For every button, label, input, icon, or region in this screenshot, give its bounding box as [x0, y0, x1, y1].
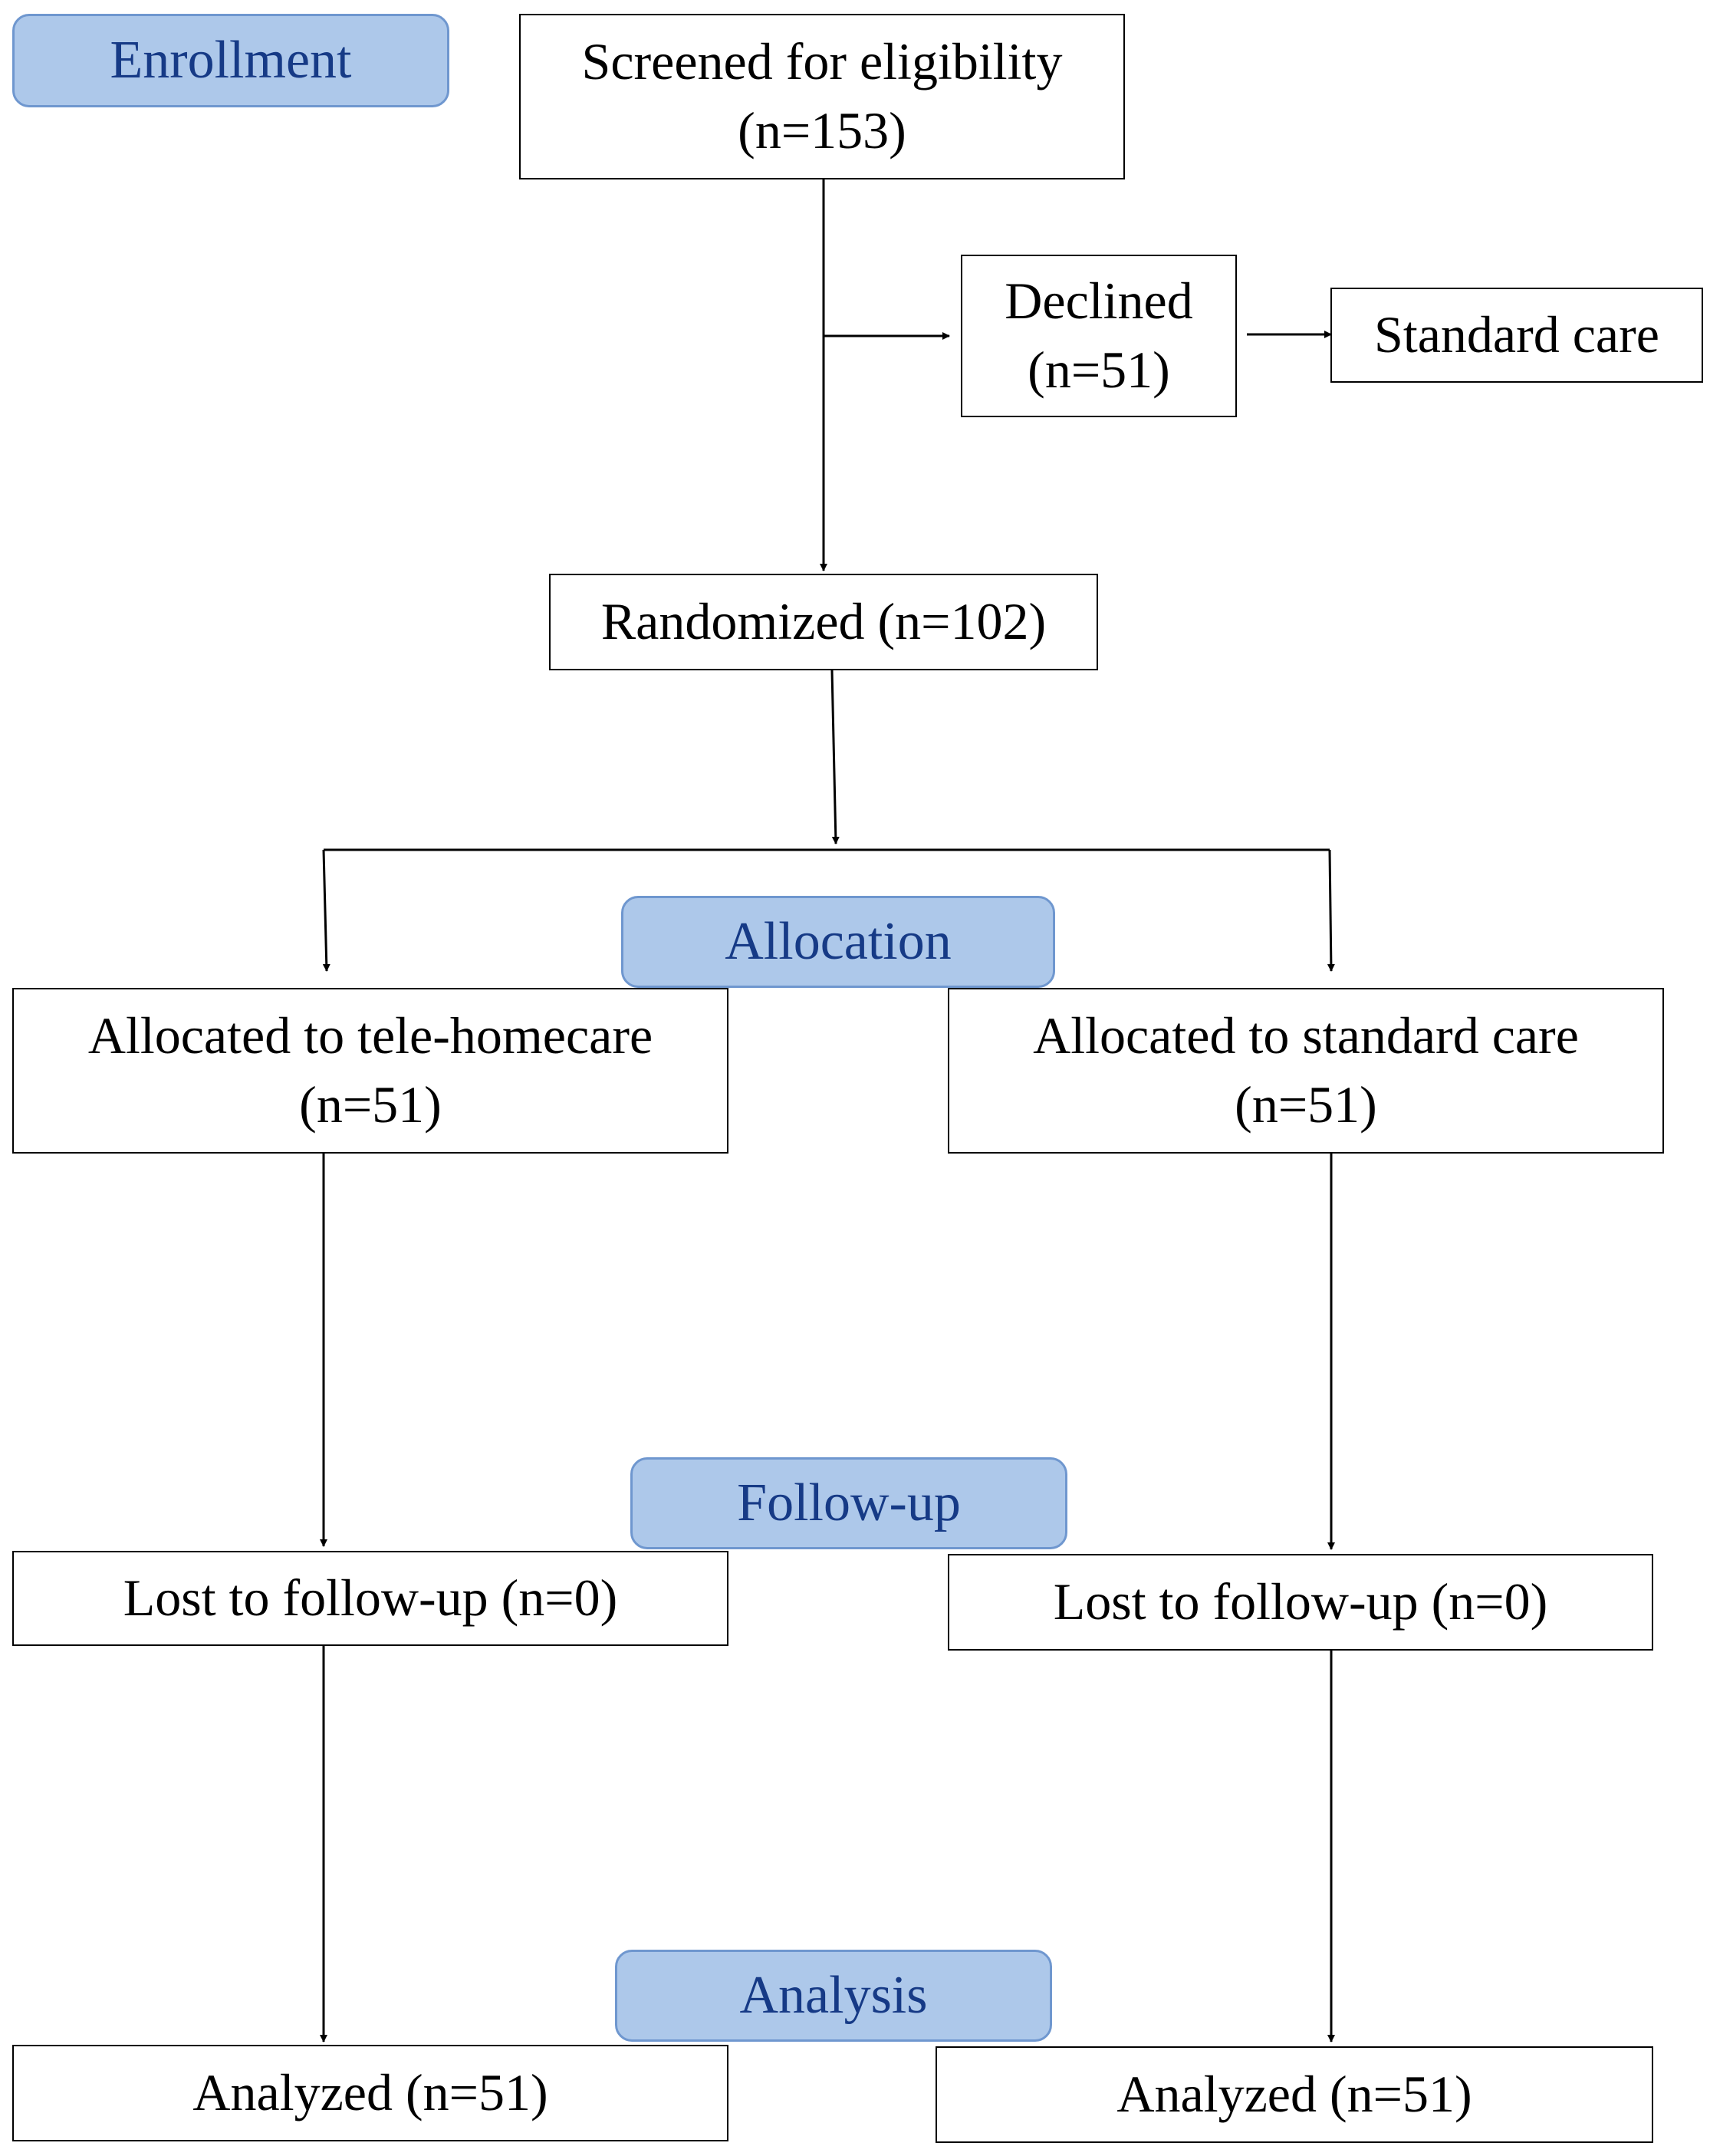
analyzed-standard-label: Analyzed (n=51) — [1116, 2065, 1472, 2124]
allocated-standard-label: Allocated to standard care — [1033, 1006, 1579, 1065]
stage-label-enrollment: Enrollment — [12, 14, 449, 107]
declined-count: (n=51) — [1028, 341, 1170, 399]
declined-box: Declined (n=51) — [961, 255, 1237, 417]
screened-label: Screened for eligibility — [581, 32, 1063, 91]
stage-allocation-text: Allocation — [725, 912, 952, 971]
allocated-tele-count: (n=51) — [299, 1075, 442, 1134]
lost-followup-tele-label: Lost to follow-up (n=0) — [123, 1568, 618, 1628]
lost-followup-tele-box: Lost to follow-up (n=0) — [12, 1551, 728, 1646]
allocated-tele-box: Allocated to tele-homecare (n=51) — [12, 988, 728, 1154]
randomized-label: Randomized (n=102) — [600, 592, 1047, 651]
arrow-split-to-tele — [322, 849, 330, 972]
arrow-randomized-to-allocation — [830, 670, 840, 844]
stage-enrollment-text: Enrollment — [110, 31, 352, 90]
screened-box: Screened for eligibility (n=153) — [519, 14, 1125, 179]
screened-count: (n=153) — [738, 101, 906, 160]
allocated-standard-box: Allocated to standard care (n=51) — [948, 988, 1664, 1154]
stage-follow-up-text: Follow-up — [737, 1473, 961, 1532]
stage-label-analysis: Analysis — [615, 1950, 1052, 2042]
arrow-split-to-standard — [1327, 849, 1335, 972]
lost-followup-standard-label: Lost to follow-up (n=0) — [1053, 1572, 1548, 1631]
stage-label-follow-up: Follow-up — [630, 1457, 1067, 1549]
stage-label-allocation: Allocation — [621, 896, 1055, 988]
randomized-box: Randomized (n=102) — [549, 574, 1098, 670]
declined-label: Declined — [1005, 272, 1193, 331]
analyzed-standard-box: Analyzed (n=51) — [936, 2046, 1653, 2143]
allocated-tele-label: Allocated to tele-homecare — [87, 1006, 653, 1065]
allocated-standard-count: (n=51) — [1235, 1075, 1377, 1134]
analyzed-tele-label: Analyzed (n=51) — [192, 2063, 548, 2122]
lost-followup-standard-box: Lost to follow-up (n=0) — [948, 1554, 1653, 1651]
standard-care-box: Standard care — [1330, 288, 1703, 383]
analyzed-tele-box: Analyzed (n=51) — [12, 2045, 728, 2141]
standard-care-label: Standard care — [1374, 305, 1659, 364]
stage-analysis-text: Analysis — [739, 1966, 928, 2025]
